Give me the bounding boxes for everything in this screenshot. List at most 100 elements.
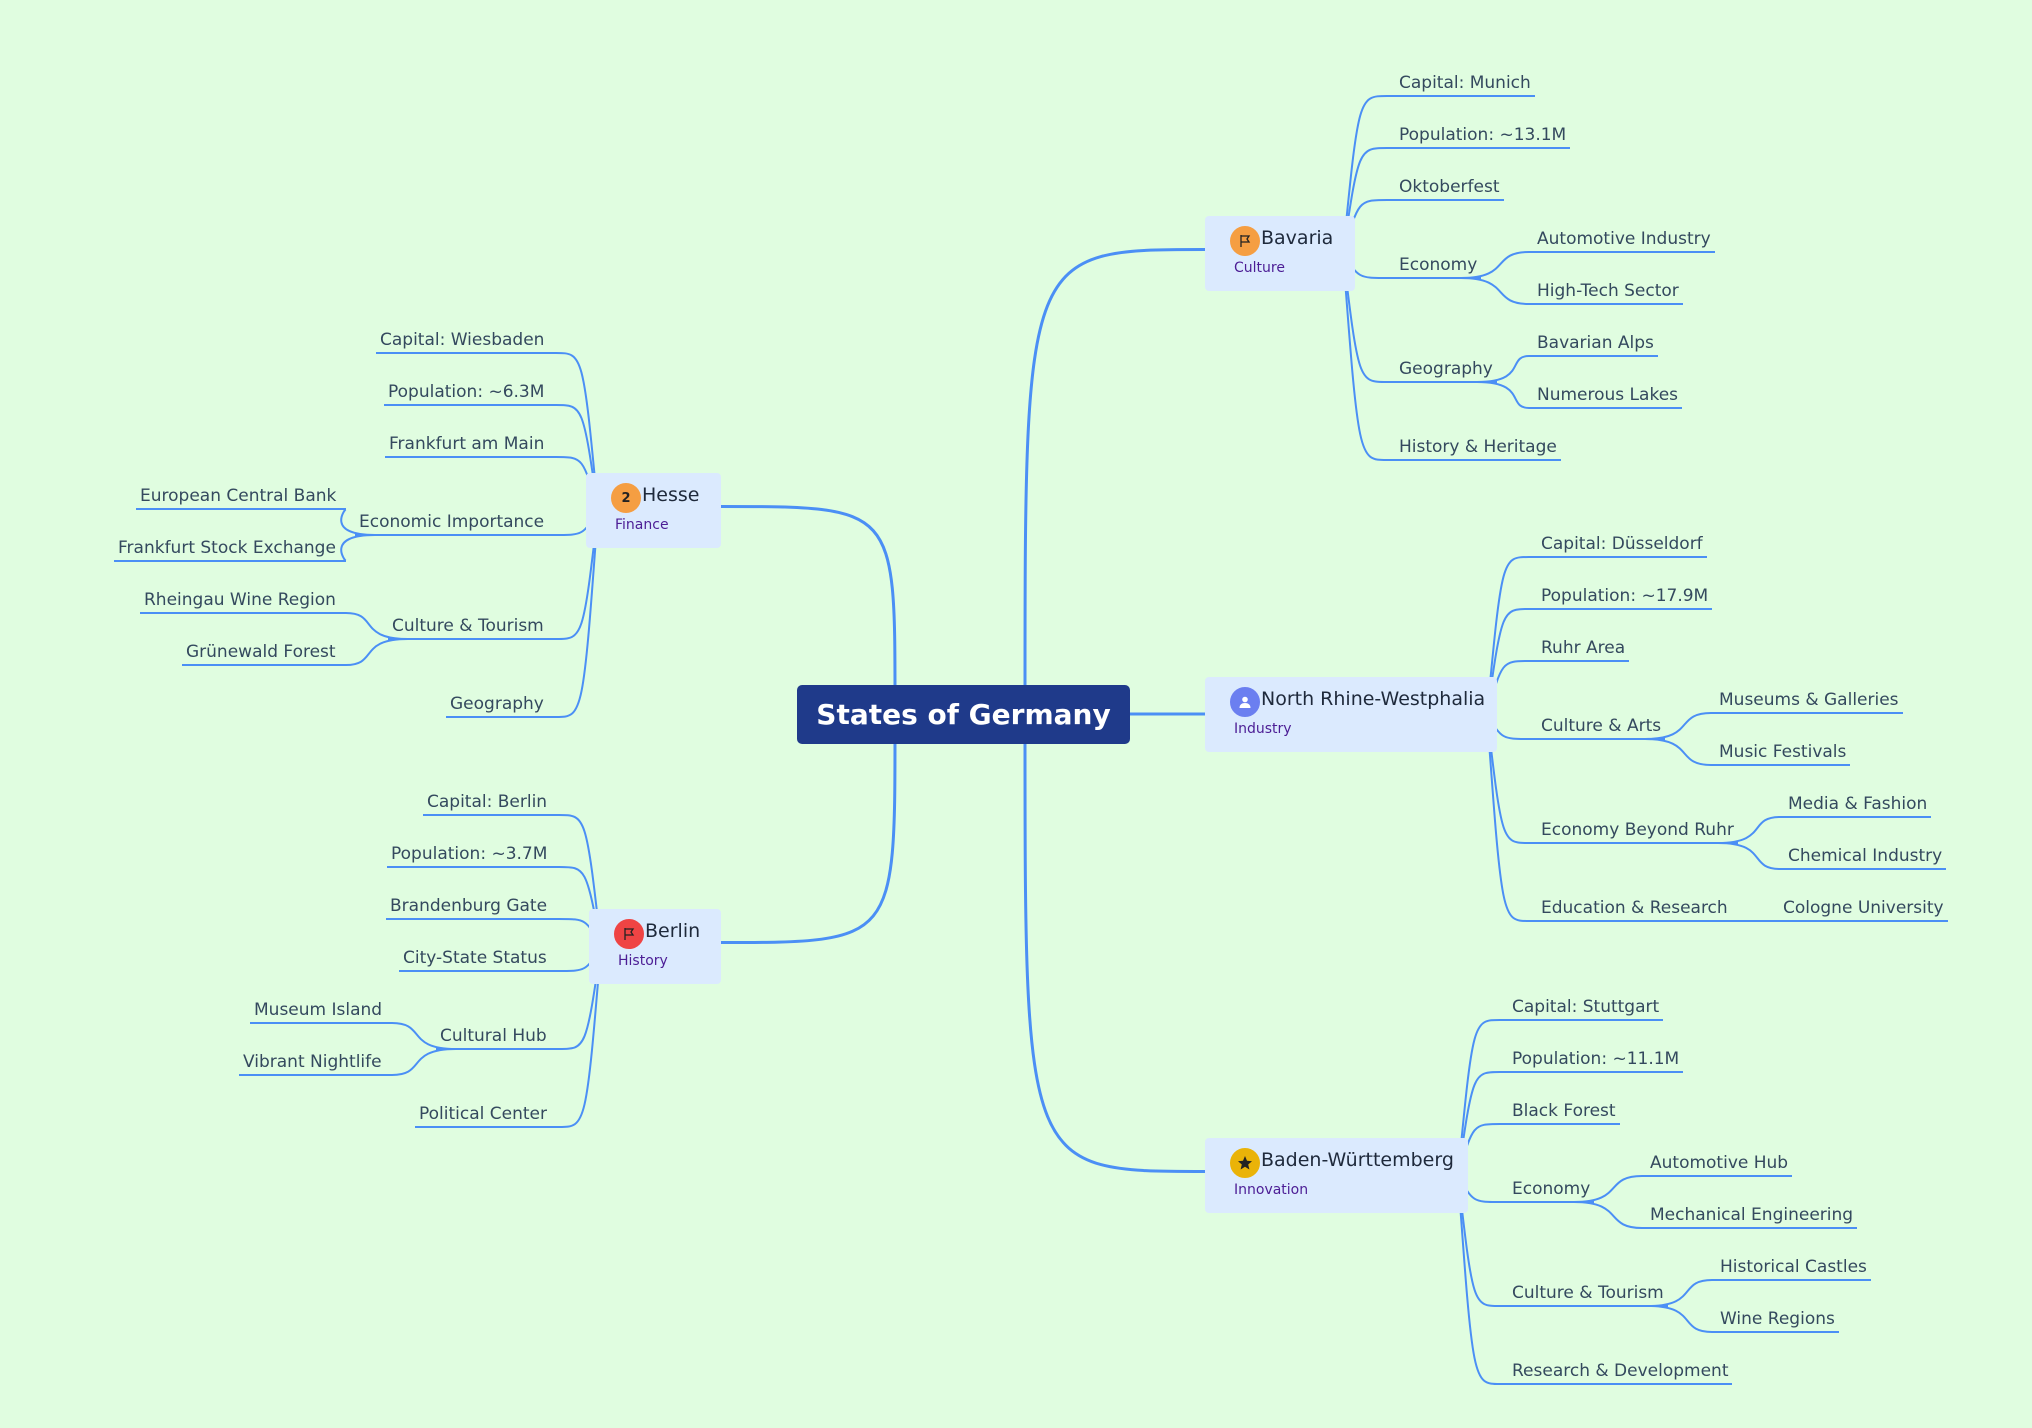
connector-line xyxy=(415,946,602,1128)
child-node[interactable]: Brandenburg Gate xyxy=(390,896,548,916)
child-node[interactable]: Geography xyxy=(1399,359,1493,379)
child-node[interactable]: Geography xyxy=(450,694,544,714)
grandchild-node[interactable]: Media & Fashion xyxy=(1788,794,1928,814)
connector-line xyxy=(1342,253,1497,383)
star-icon xyxy=(1230,1148,1260,1178)
connector-line xyxy=(1647,1305,1839,1333)
branch-title: Berlin xyxy=(645,920,701,942)
branch-title: Baden-Württemberg xyxy=(1261,1149,1454,1171)
child-node[interactable]: Economy xyxy=(1399,255,1478,275)
connector-line xyxy=(1476,355,1658,383)
connector-line xyxy=(1342,95,1535,254)
connector-line xyxy=(1486,556,1707,715)
connector-line xyxy=(239,1048,457,1076)
grandchild-node[interactable]: Historical Castles xyxy=(1720,1257,1867,1277)
child-node[interactable]: Capital: Munich xyxy=(1399,73,1531,93)
connector-line xyxy=(182,638,409,666)
grandchild-node[interactable]: Bavarian Alps xyxy=(1537,333,1654,353)
connector-line xyxy=(388,510,599,640)
connector-line xyxy=(1457,1123,1620,1176)
branch-tag: Culture xyxy=(1234,260,1285,276)
child-node[interactable]: Culture & Arts xyxy=(1541,716,1662,736)
child-node[interactable]: Economy Beyond Ruhr xyxy=(1541,820,1734,840)
child-node[interactable]: Political Center xyxy=(419,1104,547,1124)
connector-line xyxy=(386,918,602,947)
child-node[interactable]: Cultural Hub xyxy=(440,1026,547,1046)
connector-line xyxy=(1476,381,1682,409)
grandchild-node[interactable]: European Central Bank xyxy=(140,486,337,506)
child-node[interactable]: Population: ~6.3M xyxy=(388,382,545,402)
connector-line xyxy=(1647,1279,1871,1307)
grandchild-node[interactable]: Wine Regions xyxy=(1720,1309,1835,1329)
child-node[interactable]: Culture & Tourism xyxy=(392,616,544,636)
child-node[interactable]: Capital: Berlin xyxy=(427,792,548,812)
child-node[interactable]: Culture & Tourism xyxy=(1512,1283,1664,1303)
child-node[interactable]: Capital: Wiesbaden xyxy=(380,330,545,350)
connector-line xyxy=(423,814,602,947)
grandchild-node[interactable]: Vibrant Nightlife xyxy=(243,1052,382,1072)
child-node[interactable]: History & Heritage xyxy=(1399,437,1557,457)
connector-line xyxy=(446,510,599,718)
connector-line xyxy=(140,612,409,640)
grandchild-node[interactable]: Numerous Lakes xyxy=(1537,385,1679,405)
child-node[interactable]: Black Forest xyxy=(1512,1101,1616,1121)
connector-line xyxy=(1460,277,1683,305)
grandchild-node[interactable]: Museum Island xyxy=(254,1000,383,1020)
connector-line xyxy=(1717,842,1946,870)
branch-tag: Innovation xyxy=(1234,1182,1309,1198)
child-node[interactable]: Capital: Düsseldorf xyxy=(1541,534,1703,554)
child-node[interactable]: Ruhr Area xyxy=(1541,638,1626,658)
connector-line xyxy=(376,352,599,511)
connector-line xyxy=(1573,1175,1792,1203)
connector-line xyxy=(1460,251,1715,279)
root-title: States of Germany xyxy=(816,698,1111,731)
branch-title: Hesse xyxy=(642,484,700,506)
grandchild-node[interactable]: Frankfurt Stock Exchange xyxy=(118,538,336,558)
grandchild-node[interactable]: Museums & Galleries xyxy=(1719,690,1899,710)
connector-line xyxy=(114,534,376,562)
grandchild-node[interactable]: Grünewald Forest xyxy=(186,642,336,662)
grandchild-node[interactable]: Music Festivals xyxy=(1719,742,1847,762)
grandchild-node[interactable]: Chemical Industry xyxy=(1788,846,1943,866)
connector-line xyxy=(1486,714,1732,922)
grandchild-node[interactable]: Automotive Industry xyxy=(1537,229,1711,249)
child-node[interactable]: Education & Research xyxy=(1541,898,1728,918)
root-link-berlin xyxy=(720,729,897,944)
connector-line xyxy=(1342,199,1504,254)
connector-line xyxy=(250,1022,457,1050)
connector-line xyxy=(1573,1201,1857,1229)
grandchild-node[interactable]: Cologne University xyxy=(1783,898,1944,918)
child-node[interactable]: Economy xyxy=(1512,1179,1591,1199)
root-link-bavaria xyxy=(1023,248,1206,701)
child-node[interactable]: Capital: Stuttgart xyxy=(1512,997,1660,1017)
connector-line xyxy=(385,456,599,511)
grandchild-node[interactable]: Mechanical Engineering xyxy=(1650,1205,1854,1225)
child-node[interactable]: Population: ~13.1M xyxy=(1399,125,1567,145)
child-node[interactable]: Research & Development xyxy=(1512,1361,1729,1381)
branch-title: North Rhine-Westphalia xyxy=(1261,688,1486,710)
connector-line xyxy=(1457,1175,1668,1307)
branch-tag: History xyxy=(618,953,668,969)
connector-line xyxy=(1644,738,1850,766)
child-node[interactable]: Population: ~11.1M xyxy=(1512,1049,1680,1069)
branch-tag: Finance xyxy=(615,517,669,533)
child-node[interactable]: Population: ~3.7M xyxy=(391,844,548,864)
root-node[interactable]: States of Germany xyxy=(797,685,1130,744)
child-node[interactable]: Oktoberfest xyxy=(1399,177,1500,197)
connector-line xyxy=(1486,660,1629,715)
child-node[interactable]: City-State Status xyxy=(403,948,547,968)
grandchild-node[interactable]: Rheingau Wine Region xyxy=(144,590,336,610)
grandchild-node[interactable]: Automotive Hub xyxy=(1650,1153,1789,1173)
number-two-icon: 2 xyxy=(611,483,641,513)
child-node[interactable]: Frankfurt am Main xyxy=(389,434,545,454)
child-node[interactable]: Economic Importance xyxy=(359,512,545,532)
connector-line xyxy=(1342,253,1561,461)
grandchild-node[interactable]: High-Tech Sector xyxy=(1537,281,1679,301)
child-node[interactable]: Population: ~17.9M xyxy=(1541,586,1709,606)
root-link-bw xyxy=(1023,729,1206,1173)
